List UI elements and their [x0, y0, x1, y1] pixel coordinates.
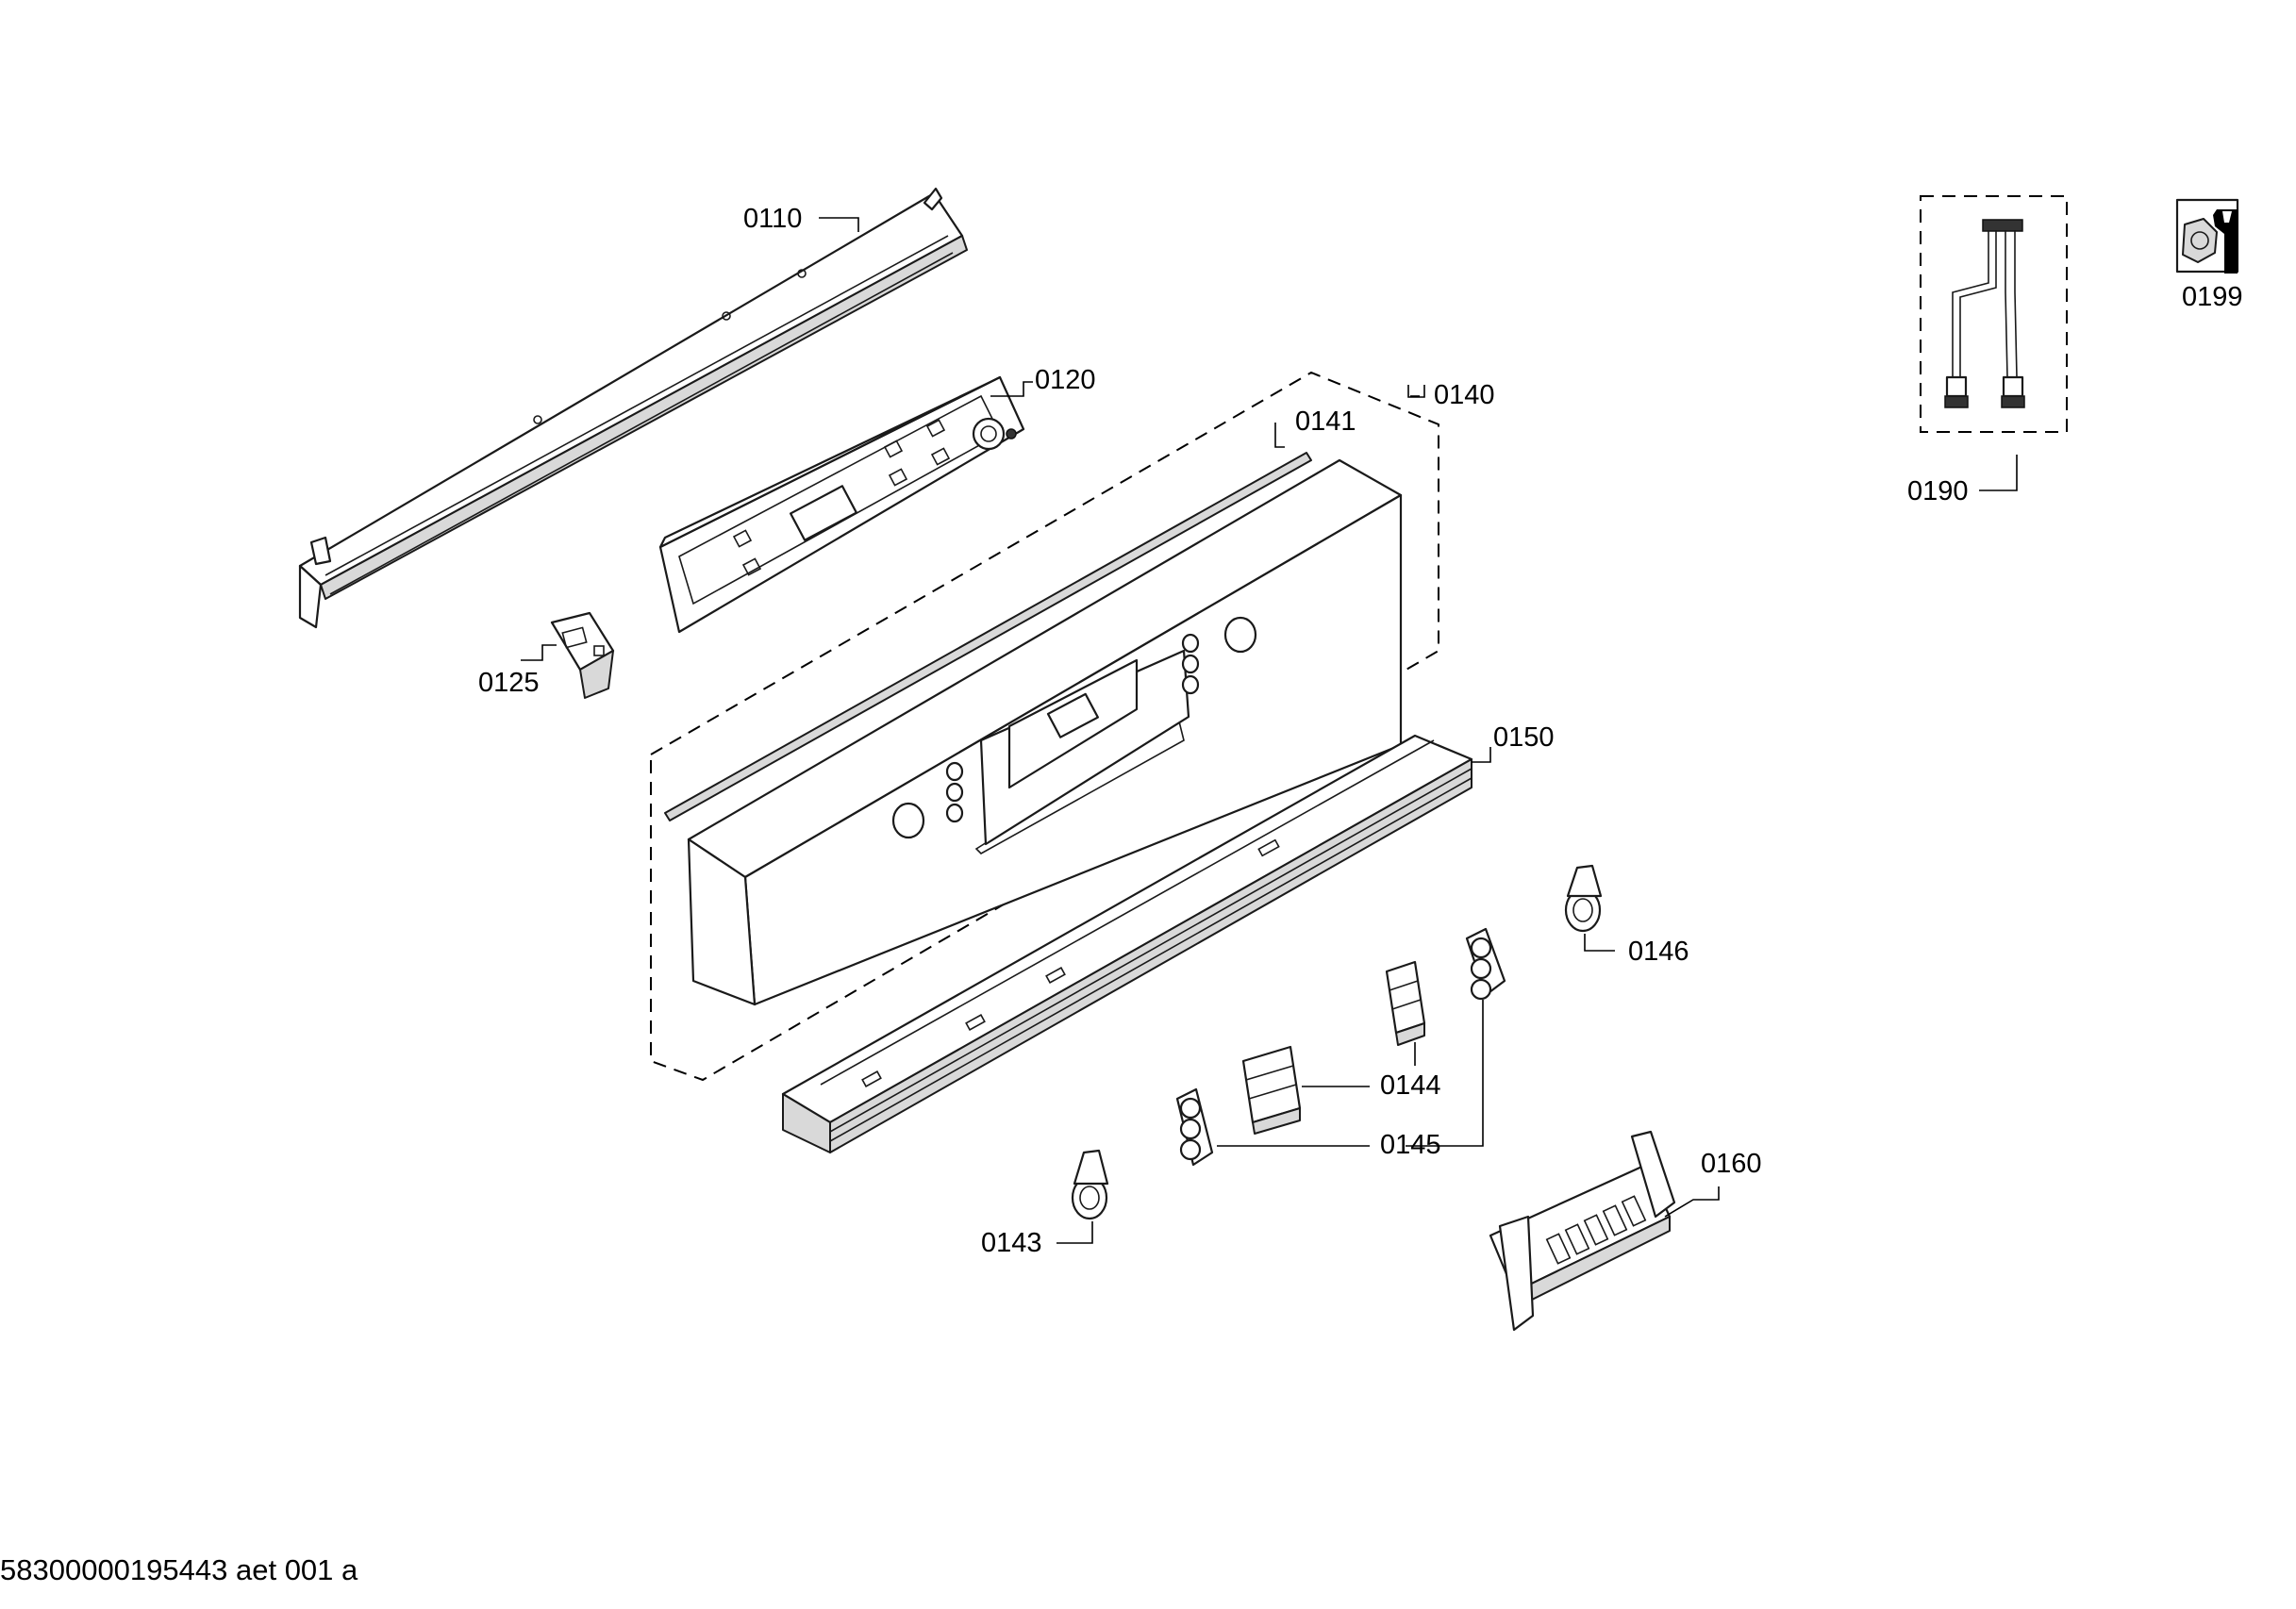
- document-code: 58300000195443 aet 001 a: [0, 1553, 358, 1586]
- label-0141: 0141: [1295, 406, 1356, 437]
- fascia-panel[interactable]: [687, 458, 1403, 1006]
- label-0199: 0199: [2182, 282, 2243, 312]
- part-0144-button-block-upper[interactable]: [1385, 960, 1426, 1046]
- label-0143: 0143: [981, 1228, 1042, 1258]
- assembly-0190-outline: [1920, 195, 2068, 433]
- label-0120: 0120: [1035, 365, 1096, 395]
- part-0150-handle-strip[interactable]: [781, 734, 1473, 1153]
- part-0190-cable-harness[interactable]: [1944, 219, 2025, 408]
- part-0141-seal-strip[interactable]: [664, 452, 1312, 821]
- part-0110-rail[interactable]: [298, 187, 968, 629]
- wrench-nut-icon[interactable]: [2175, 198, 2239, 274]
- label-0160: 0160: [1701, 1149, 1762, 1179]
- part-0146-knob[interactable]: [1564, 864, 1603, 933]
- part-0125-bracket[interactable]: [550, 611, 615, 699]
- label-0125: 0125: [478, 668, 540, 698]
- part-0144-button-block-lower[interactable]: [1241, 1045, 1302, 1135]
- part-0145-button-cluster-left[interactable]: [1175, 1087, 1214, 1167]
- part-0145-button-cluster-right[interactable]: [1465, 927, 1506, 1001]
- label-0145: 0145: [1380, 1130, 1441, 1160]
- label-0110: 0110: [743, 204, 802, 234]
- label-0140: 0140: [1434, 380, 1495, 410]
- label-0190: 0190: [1907, 476, 1969, 506]
- label-0150: 0150: [1493, 722, 1555, 753]
- assembly-0140-outline: [650, 371, 1439, 1082]
- part-0160-terminal-bracket[interactable]: [1489, 1130, 1676, 1332]
- part-0120-control-board[interactable]: [658, 375, 1025, 634]
- label-0146: 0146: [1628, 937, 1689, 967]
- label-0144: 0144: [1380, 1070, 1441, 1101]
- part-0143-knob[interactable]: [1071, 1149, 1109, 1220]
